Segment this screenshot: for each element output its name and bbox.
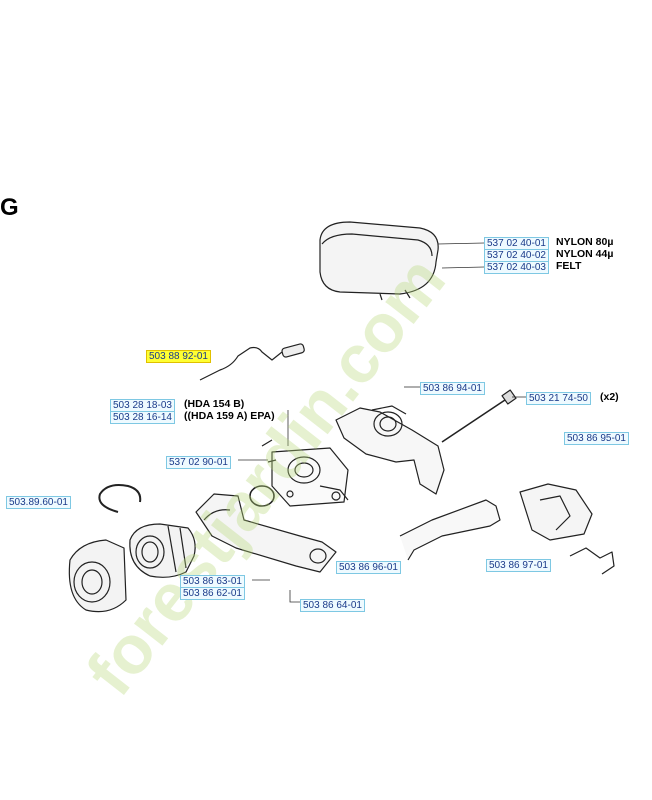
carburettor-drawing	[261, 439, 349, 507]
gasket-ring-drawing	[249, 485, 275, 507]
part-number-503-86-97-01[interactable]: 503 86 97-01	[486, 559, 551, 572]
intake-bracket-drawing	[335, 405, 445, 495]
watermark: forestjardin.com	[72, 243, 460, 710]
part-note-hda-154-b: (HDA 154 B)	[184, 398, 245, 410]
lever-drawing	[399, 499, 501, 561]
part-note-hda-159-a-epa: ((HDA 159 A) EPA)	[184, 410, 275, 422]
part-note-felt: FELT	[556, 260, 582, 272]
part-number-537-02-90-01[interactable]: 537 02 90-01	[166, 456, 231, 469]
part-number-503-21-74-50[interactable]: 503 21 74-50	[526, 392, 591, 405]
part-note-nylon-80: NYLON 80µ	[556, 236, 614, 248]
part-number-503-86-62-01[interactable]: 503 86 62-01	[180, 587, 245, 600]
circlip-drawing	[98, 484, 142, 513]
part-number-503-86-64-01[interactable]: 503 86 64-01	[300, 599, 365, 612]
flange-housing-drawing	[68, 539, 127, 613]
watermark-text: forestjardin.com	[72, 243, 460, 710]
part-number-503-28-16-14[interactable]: 503 28 16-14	[110, 411, 175, 424]
cover-drawing	[519, 483, 593, 541]
part-number-503-86-95-01[interactable]: 503 86 95-01	[564, 432, 629, 445]
wire-clip-drawing	[569, 547, 615, 575]
screw-drawing	[441, 397, 509, 443]
leader-lines	[238, 242, 526, 603]
part-number-503-89-60-01[interactable]: 503.89.60-01	[6, 496, 71, 509]
air-filter-drawing	[319, 221, 439, 301]
part-number-503-86-94-01[interactable]: 503 86 94-01	[420, 382, 485, 395]
section-letter: G	[0, 194, 19, 221]
part-note-nylon-44: NYLON 44µ	[556, 248, 614, 260]
part-note-x2: (x2)	[600, 391, 619, 403]
intake-boot-drawing	[129, 523, 196, 578]
part-number-503-86-96-01[interactable]: 503 86 96-01	[336, 561, 401, 574]
link-rod-sleeve-drawing	[281, 343, 305, 358]
intake-pipe-bracket-drawing	[195, 493, 337, 573]
part-number-503-88-92-01[interactable]: 503 88 92-01	[146, 350, 211, 363]
part-number-537-02-40-03[interactable]: 537 02 40-03	[484, 261, 549, 274]
link-rod-drawing	[199, 346, 283, 381]
